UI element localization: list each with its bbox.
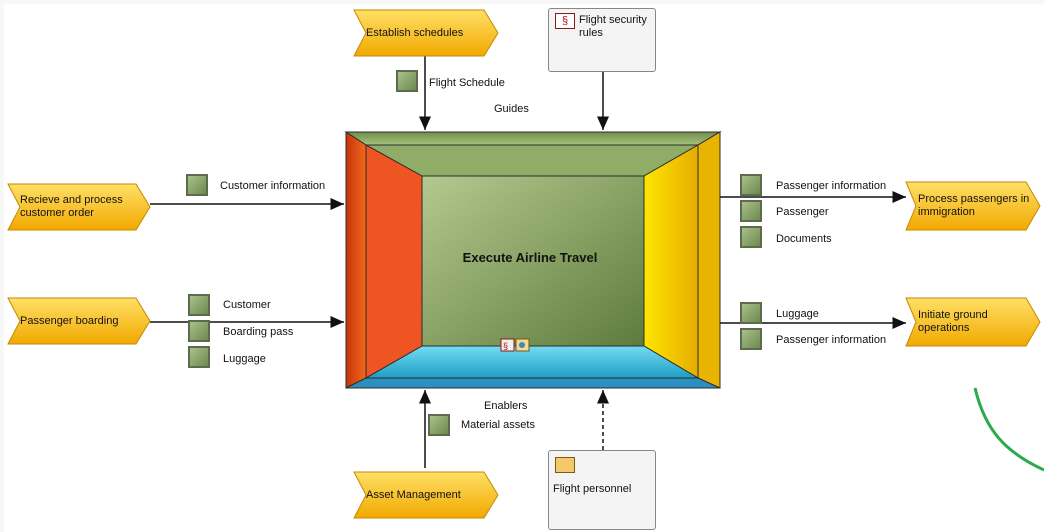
event-shape [353,9,499,57]
input-boarding-pass: Boarding pass [223,326,294,338]
input-flight-schedule: Flight Schedule [429,77,505,89]
event-shape [905,297,1041,347]
object-icon[interactable] [740,174,762,196]
output-documents: Documents [776,233,832,245]
function-icons: § [500,338,530,352]
event-ground-operations[interactable]: Initiate ground operations [904,296,1042,348]
object-icon[interactable] [740,200,762,222]
input-customer: Customer [223,299,271,311]
input-customer-information: Customer information [220,180,326,192]
personnel-icon [555,457,575,473]
function-box[interactable] [344,131,722,389]
rules-icon: § [555,13,575,29]
object-icon[interactable] [740,226,762,248]
event-shape [7,297,151,345]
event-label: Asset Management [366,488,461,501]
object-icon[interactable] [740,328,762,350]
object-icon[interactable] [188,320,210,342]
event-label: Passenger boarding [20,314,119,327]
object-icon[interactable] [396,70,418,92]
event-label: Initiate ground operations [918,309,988,334]
event-shape [905,181,1041,231]
personnel-label: Flight personnel [553,483,632,495]
event-label: Establish schedules [366,26,464,39]
input-luggage: Luggage [223,353,266,365]
object-icon[interactable] [188,346,210,368]
event-establish-schedules[interactable]: Establish schedules [352,8,500,58]
output-passenger-information-2: Passenger information [776,334,887,346]
object-icon[interactable] [740,302,762,324]
output-luggage: Luggage [776,308,819,320]
event-label: Process passengers in immigration [918,193,1030,218]
object-icon[interactable] [188,294,210,316]
highlight-arc [973,387,1044,472]
function-title: Execute Airline Travel [462,250,598,265]
enabler-material-assets: Material assets [461,419,535,431]
object-icon[interactable] [186,174,208,196]
svg-text:§: § [503,341,508,351]
event-asset-management[interactable]: Asset Management [352,470,500,520]
flight-security-rules-box[interactable]: § Flight security rules [548,8,656,72]
event-passenger-boarding[interactable]: Passenger boarding [6,296,152,346]
object-icon[interactable] [428,414,450,436]
output-passenger: Passenger [776,206,829,218]
label-guides: Guides [494,103,529,115]
label-enablers: Enablers [484,400,528,412]
output-passenger-information: Passenger information [776,180,887,192]
event-process-immigration[interactable]: Process passengers in immigration [904,180,1042,232]
rules-label: Flight security rules [579,14,647,39]
event-shape [353,471,499,519]
event-receive-order[interactable]: Recieve and process customer order [6,182,152,232]
event-label: Recieve and process customer order [20,194,123,219]
event-shape [7,183,151,231]
flight-personnel-box[interactable]: Flight personnel [548,450,656,530]
